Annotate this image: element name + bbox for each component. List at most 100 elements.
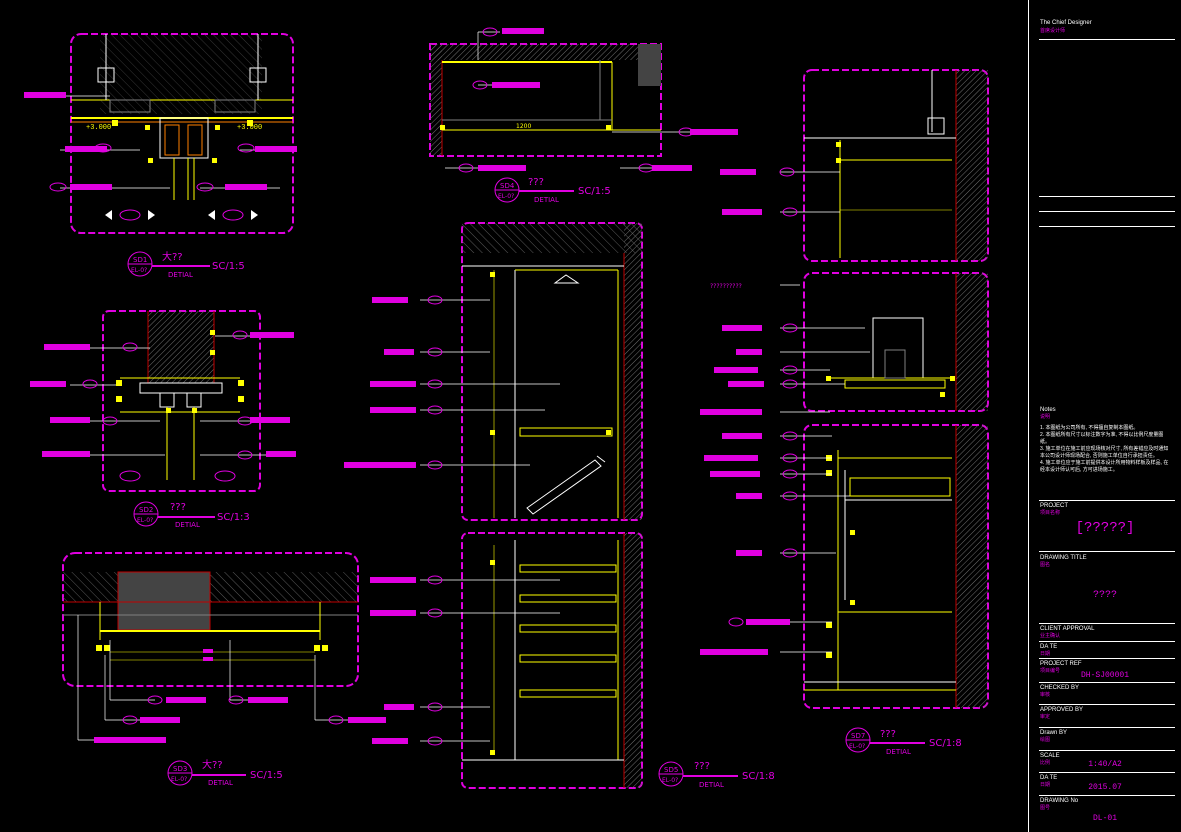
notes-list: 1. 本图纸为公司所有, 不得擅自复制本图纸。 2. 本图纸所有尺寸以标注数字为… bbox=[1040, 425, 1172, 474]
sd1-name: 大?? bbox=[162, 250, 183, 263]
divider bbox=[1039, 658, 1175, 659]
drawing-title-cn: 图名 bbox=[1040, 562, 1051, 568]
project-label: PROJECT bbox=[1040, 503, 1069, 509]
divider bbox=[1039, 795, 1175, 796]
sd5-id: SD5 bbox=[664, 766, 678, 774]
project-value: [?????] bbox=[1075, 520, 1135, 536]
divider bbox=[1039, 682, 1175, 683]
divider bbox=[1039, 500, 1175, 501]
sd3-name: 大?? bbox=[202, 758, 223, 771]
drawing-no-cn: 图号 bbox=[1040, 805, 1051, 811]
project-ref-value: DH-SJ00001 bbox=[1080, 671, 1129, 680]
detail-sd5: SD5 EL-0? ??? SC/1:8 DETIAL bbox=[344, 222, 775, 789]
scale-cn: 比例 bbox=[1040, 760, 1051, 766]
note-item: 4. 施工单位应于施工前提供本设计所用物料样板及样品, 在经本设计师认可后, 方… bbox=[1040, 460, 1169, 473]
detail-sd7: ?????????? bbox=[700, 69, 989, 756]
sd5-ref: EL-0? bbox=[662, 777, 678, 784]
sd2-scale: SC/1:3 bbox=[217, 512, 250, 523]
detail-sd3: SD3 EL-0? 大?? SC/1:5 DETIAL bbox=[62, 552, 386, 787]
sd7-label: SD7 EL-0? ??? SC/1:8 DETIAL bbox=[845, 727, 962, 756]
sd3-id: SD3 bbox=[173, 765, 187, 773]
sd1-ref: EL-0? bbox=[131, 267, 147, 274]
sd2-sub: DETIAL bbox=[175, 521, 200, 529]
sd4-width-dim: 1200 bbox=[516, 123, 531, 130]
sd7-id: SD7 bbox=[851, 732, 865, 740]
date-label: DA TE bbox=[1040, 644, 1058, 650]
checked-by-cn: 审核 bbox=[1040, 692, 1051, 698]
sd3-scale: SC/1:5 bbox=[250, 770, 283, 781]
sd2-name: ??? bbox=[170, 502, 186, 513]
sd7-ellipsis-label: ?????????? bbox=[710, 283, 742, 290]
drawing-no-label: DRAWING No bbox=[1040, 798, 1079, 804]
sd5-name: ??? bbox=[694, 761, 710, 772]
designer-en: The Chief Designer bbox=[1040, 20, 1092, 26]
date-value: 2015.07 bbox=[1088, 783, 1122, 792]
sd7-name: ??? bbox=[880, 729, 896, 740]
sd7-scale: SC/1:8 bbox=[929, 738, 962, 749]
sd1-label: SD1 EL-0? 大?? SC/1:5 DETIAL bbox=[127, 250, 245, 279]
project-cn: 项目名称 bbox=[1040, 510, 1061, 516]
note-item: 1. 本图纸为公司所有, 不得擅自复制本图纸。 bbox=[1040, 425, 1139, 431]
divider bbox=[1039, 211, 1175, 212]
sd4-id: SD4 bbox=[500, 182, 515, 190]
divider bbox=[1039, 623, 1175, 624]
designer-cn: 首席设计师 bbox=[1040, 28, 1066, 34]
level-mark-left: +3.000 bbox=[86, 124, 111, 132]
divider bbox=[1039, 772, 1175, 773]
divider bbox=[1039, 750, 1175, 751]
drawn-by-cn: 绘图 bbox=[1040, 737, 1051, 743]
sd3-ref: EL-0? bbox=[171, 776, 187, 783]
detail-sd4: 1200 SD4 EL-0? bbox=[429, 27, 738, 204]
divider bbox=[1039, 196, 1175, 197]
date-label-2: DA TE bbox=[1040, 775, 1058, 781]
divider bbox=[1039, 704, 1175, 705]
sd4-name: ??? bbox=[528, 177, 544, 188]
drawn-by-label: Drawn BY bbox=[1040, 730, 1068, 736]
sd7-ref: EL-0? bbox=[849, 743, 865, 750]
sd2-ref: EL-0? bbox=[137, 517, 153, 524]
title-block: The Chief Designer 首席设计师 Notes 说明 1. 本图纸… bbox=[1028, 0, 1181, 832]
sd5-scale: SC/1:8 bbox=[742, 771, 775, 782]
sd1-id: SD1 bbox=[133, 256, 147, 264]
project-ref-label: PROJECT REF bbox=[1040, 661, 1082, 667]
divider bbox=[1039, 641, 1175, 642]
sd1-sub: DETIAL bbox=[168, 271, 193, 279]
scale-label: SCALE bbox=[1040, 753, 1060, 759]
sd3-sub: DETIAL bbox=[208, 779, 233, 787]
divider bbox=[1039, 551, 1175, 552]
sd4-ref: EL-0? bbox=[498, 193, 514, 200]
project-ref-cn: 项目编号 bbox=[1040, 668, 1061, 674]
detail-sd1: +3.000 +3.000 bbox=[24, 33, 297, 279]
drawing-no-value: DL-01 bbox=[1092, 814, 1117, 823]
sd4-label: SD4 EL-0? ??? SC/1:5 DETIAL bbox=[494, 177, 611, 204]
sd4-scale: SC/1:5 bbox=[578, 186, 611, 197]
sd3-label: SD3 EL-0? 大?? SC/1:5 DETIAL bbox=[167, 758, 283, 787]
note-item: 2. 本图纸所有尺寸以标注数字为准, 不得以比例尺度量图纸。 bbox=[1040, 432, 1164, 445]
sd5-sub: DETIAL bbox=[699, 781, 724, 789]
checked-by-label: CHECKED BY bbox=[1040, 685, 1080, 691]
client-approval-cn: 业主确认 bbox=[1040, 633, 1061, 639]
scale-value: 1:40/A2 bbox=[1088, 760, 1122, 769]
drawing-title-value: ???? bbox=[1092, 590, 1117, 601]
sd1-scale: SC/1:5 bbox=[212, 261, 245, 272]
sd2-label: SD2 EL-0? ??? SC/1:3 DETIAL bbox=[133, 501, 250, 529]
approved-by-label: APPROVED BY bbox=[1040, 707, 1084, 713]
sd7-sub: DETIAL bbox=[886, 748, 911, 756]
divider bbox=[1039, 727, 1175, 728]
sd2-id: SD2 bbox=[139, 506, 153, 514]
notes-cn: 说明 bbox=[1040, 414, 1051, 420]
sd4-sub: DETIAL bbox=[534, 196, 559, 204]
client-approval-label: CLIENT APPROVAL bbox=[1040, 626, 1095, 632]
drawing-title-label: DRAWING TITLE bbox=[1040, 555, 1087, 561]
date-cn-2: 日期 bbox=[1040, 782, 1051, 788]
level-mark-right: +3.000 bbox=[237, 124, 262, 132]
note-item: 3. 施工单位在施工前应现场核对尺寸, 所有差错应及时通知本公司设计师现场配合,… bbox=[1040, 446, 1169, 459]
cad-drawing-canvas: +3.000 +3.000 bbox=[24, 27, 989, 789]
approved-by-cn: 审定 bbox=[1040, 714, 1051, 720]
divider bbox=[1039, 226, 1175, 227]
notes-label: Notes bbox=[1040, 407, 1056, 413]
date-cn: 日期 bbox=[1040, 651, 1051, 657]
detail-sd2: SD2 EL-0? ??? SC/1:3 DETIAL bbox=[30, 310, 296, 529]
divider bbox=[1039, 39, 1175, 40]
sd5-label: SD5 EL-0? ??? SC/1:8 DETIAL bbox=[658, 761, 775, 789]
